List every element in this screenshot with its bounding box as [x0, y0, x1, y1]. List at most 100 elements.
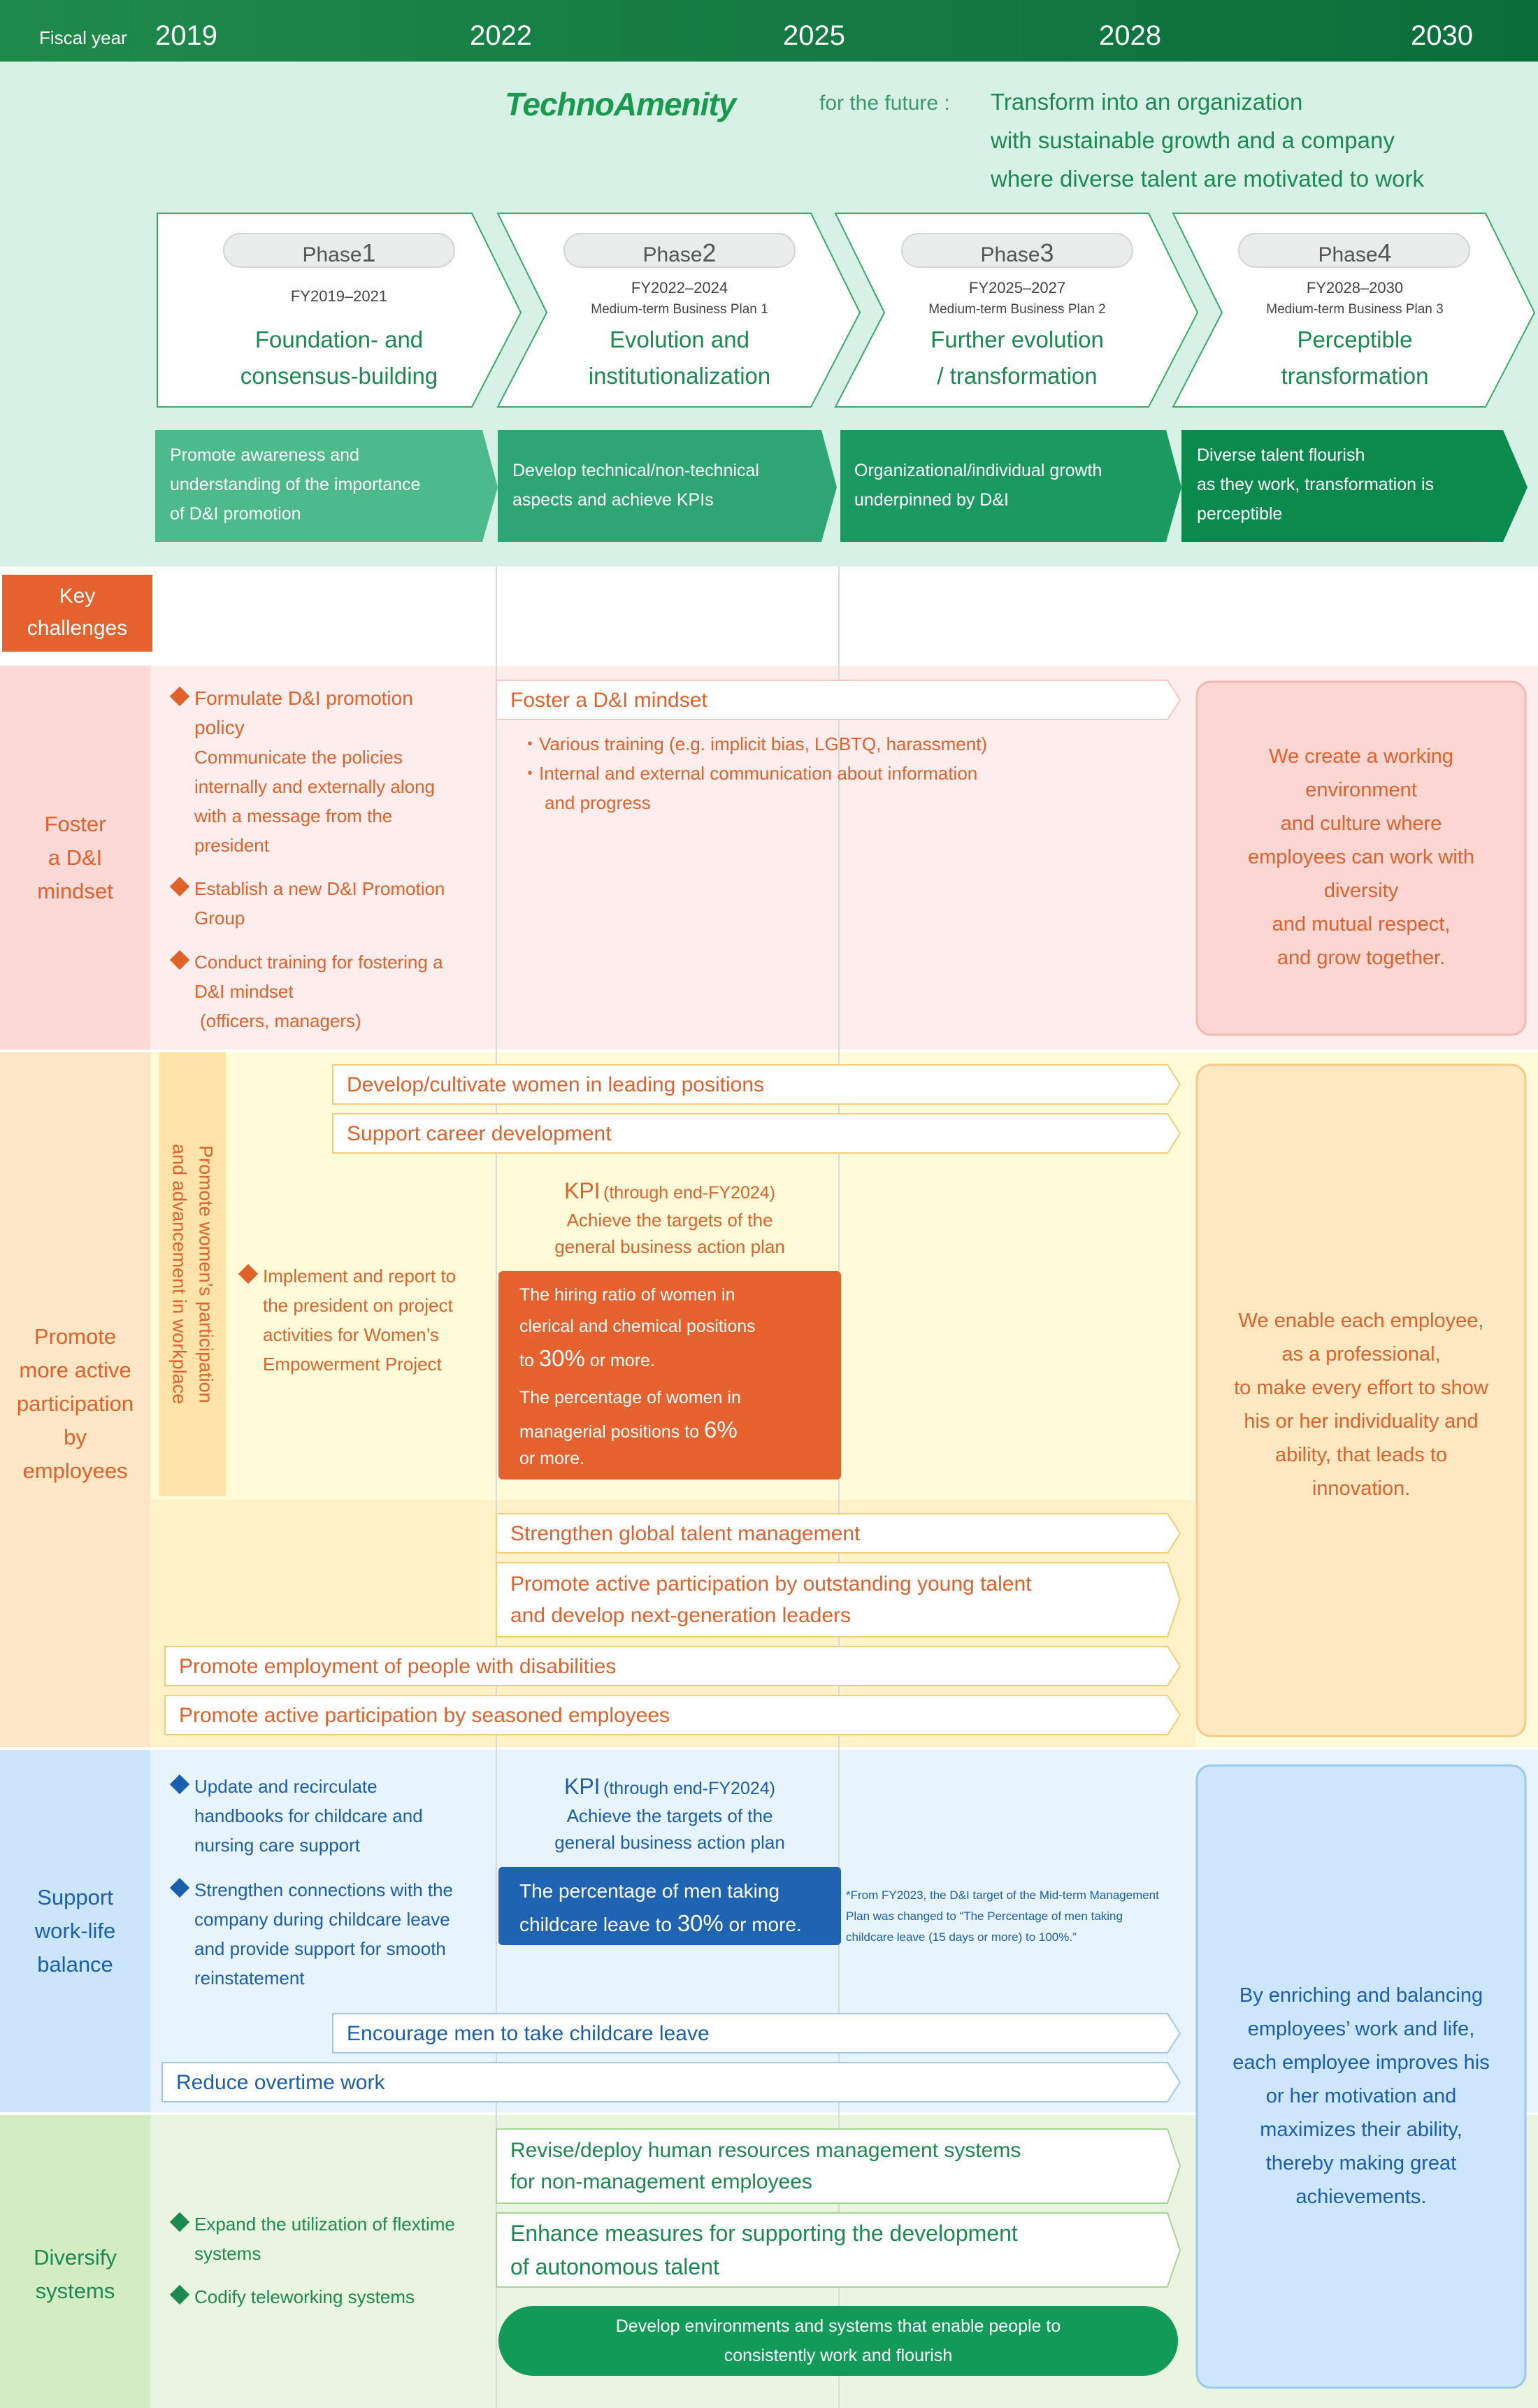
- fiscal-year-label: Fiscal year: [39, 27, 127, 48]
- target-text: or more.: [723, 1914, 802, 1935]
- participation-bullet: Implement and report to the president on…: [263, 1261, 456, 1379]
- kpi-title: KPI: [563, 1774, 601, 1799]
- bullet-line: the president on project: [263, 1295, 453, 1316]
- arrow-disabilities: Promote employment of people with disabi…: [179, 1654, 617, 1678]
- bullet-line: Communicate the policies: [194, 747, 403, 768]
- bullet-line: activities for Women’s: [263, 1324, 439, 1345]
- target-line: The hiring ratio of women in: [519, 1285, 735, 1305]
- goal-line: environment: [1305, 779, 1417, 801]
- goal-worklife: By enriching and balancing employees’ wo…: [1197, 1979, 1525, 2214]
- kpi-women-targets: The hiring ratio of women in clerical an…: [519, 1280, 756, 1469]
- goal-line: as a professional,: [1281, 1343, 1441, 1366]
- bullet-line: systems: [194, 2243, 261, 2264]
- bullet-line: handbooks for childcare and: [194, 1805, 423, 1826]
- bullet-line: Empowerment Project: [263, 1354, 442, 1375]
- bullet-line: Group: [194, 908, 245, 929]
- goal-line: innovation.: [1311, 1477, 1411, 1500]
- phase-3-title-2: / transformation: [937, 363, 1098, 389]
- phase-4-goal: Diverse talent flourish as they work, tr…: [1197, 440, 1434, 529]
- section-label-line: by: [64, 1425, 87, 1449]
- bullet-line: Strengthen connections with the: [194, 1879, 454, 1900]
- bullet-line: with a message from the: [194, 805, 393, 826]
- kpi-heading: KPI (through end-FY2024): [498, 1770, 841, 1803]
- phase-2-title-2: institutionalization: [588, 363, 771, 389]
- bullet-line: Codify teleworking systems: [194, 2286, 415, 2307]
- phase-2-plan: Medium-term Business Plan 1: [591, 302, 768, 317]
- phase-2-pill-label: Phase2: [564, 235, 795, 271]
- arrow-seasoned: Promote active participation by seasoned…: [179, 1703, 670, 1727]
- target-text: managerial positions to: [519, 1422, 705, 1442]
- phase-number: 1: [361, 238, 376, 267]
- phase-1-goal-line: of D&I promotion: [170, 504, 301, 524]
- bullet-line: Conduct training for fostering a: [194, 952, 443, 973]
- kpi-line: general business action plan: [554, 1236, 785, 1258]
- bullet-line: Establish a new D&I Promotion: [194, 878, 445, 899]
- systems-bullet-1: Expand the utilization of flextime syste…: [194, 2209, 455, 2268]
- mindset-bullet-2: Establish a new D&I Promotion Group: [194, 874, 445, 933]
- arrow-hr-systems: Revise/deploy human resources management…: [496, 2129, 1021, 2203]
- kpi-sub: (through end-FY2024): [603, 1779, 775, 1798]
- vertical-line: and advancement in workplace: [168, 1144, 190, 1405]
- section-label-line: Diversify: [34, 2245, 117, 2270]
- year-2019: 2019: [155, 20, 217, 51]
- phase-1-title-1: Foundation- and: [254, 327, 424, 352]
- bullet-line: nursing care support: [194, 1835, 361, 1856]
- mindset-sub-points: ・Various training (e.g. implicit bias, L…: [521, 729, 987, 817]
- year-2028: 2028: [1099, 20, 1161, 51]
- target-line: clerical and chemical positions: [519, 1317, 756, 1336]
- sub-point: ・Internal and external communication abo…: [521, 763, 978, 784]
- target-line: to 30% or more.: [519, 1342, 756, 1377]
- worklife-bullet-2: Strengthen connections with the company …: [194, 1875, 453, 1993]
- bullet-line: company during childcare leave: [194, 1909, 450, 1930]
- phase-number: 4: [1377, 238, 1392, 267]
- phase-1-fy: FY2019–2021: [290, 287, 388, 305]
- bullet-line: (officers, managers): [200, 1010, 361, 1031]
- goal-line: ability, that leads to: [1274, 1444, 1448, 1466]
- phase-2-goal: Develop technical/non-technical aspects …: [512, 456, 759, 515]
- phase-4: Phase4 FY2028–2030 Medium-term Business …: [1173, 234, 1537, 408]
- worklife-bullet-1: Update and recirculate handbooks for chi…: [194, 1772, 423, 1860]
- key-challenges-line: challenges: [27, 617, 128, 640]
- section-label-line: work-life: [34, 1919, 116, 1943]
- phase-word: Phase: [302, 243, 362, 266]
- phase-2-fy: FY2022–2024: [631, 279, 728, 296]
- kpi-footnote: *From FY2023, the D&I target of the Mid-…: [846, 1885, 1159, 1948]
- section-label-worklife: Support work-life balance: [0, 1881, 150, 1981]
- target-text: or more.: [584, 1351, 655, 1370]
- phase-3-goal-line: Organizational/individual growth: [854, 461, 1102, 480]
- phase-2-goal-line: aspects and achieve KPIs: [512, 490, 714, 510]
- bullet-line: reinstatement: [194, 1968, 305, 1988]
- phase-word: Phase: [980, 243, 1040, 266]
- bullet-line: president: [194, 835, 269, 856]
- phase-1: Phase1 FY2019–2021 Foundation- and conse…: [157, 234, 521, 408]
- phase-1-goal: Promote awareness and understanding of t…: [170, 440, 421, 529]
- kpi-men: KPI (through end-FY2024) Achieve the tar…: [498, 1770, 841, 1856]
- section-label-line: participation: [16, 1391, 134, 1416]
- women-participation-vertical-label: Promote women’s participation and advanc…: [159, 1052, 226, 1496]
- section-label-line: mindset: [37, 879, 113, 903]
- phase-1-goal-line: Promote awareness and: [170, 445, 359, 465]
- goal-line: We enable each employee,: [1238, 1310, 1484, 1332]
- phase-4-goal-line: perceptible: [1197, 504, 1283, 524]
- goal-line: We create a working: [1269, 745, 1453, 768]
- arrow-women-leading: Develop/cultivate women in leading posit…: [347, 1073, 765, 1096]
- phase-1-title-2: consensus-building: [240, 363, 438, 389]
- goal-line: his or her individuality and: [1244, 1410, 1479, 1433]
- phase-3-plan: Medium-term Business Plan 2: [928, 302, 1106, 317]
- section-label-participation: Promote more active participation by emp…: [0, 1320, 150, 1488]
- goal-line: By enriching and balancing: [1239, 1984, 1483, 2007]
- kpi-line: Achieve the targets of the: [566, 1210, 773, 1231]
- target-line: The percentage of men taking: [519, 1880, 780, 1902]
- section-label-mindset: Foster a D&I mindset: [0, 808, 150, 908]
- vertical-text: Promote women’s participation and advanc…: [166, 1144, 220, 1404]
- phase-4-title-1: Perceptible: [1297, 327, 1413, 352]
- target-number: 30%: [677, 1910, 724, 1936]
- arrow-men-childcare: Encourage men to take childcare leave: [347, 2021, 710, 2045]
- note-line: childcare leave (15 days or more) to 100…: [846, 1930, 1077, 1944]
- bullet-line: and provide support for smooth: [194, 1938, 446, 1959]
- bullet-line: Implement and report to: [263, 1266, 457, 1287]
- target-number: 30%: [538, 1345, 585, 1371]
- brand-logo-text: TechnoAmenity: [505, 86, 736, 122]
- target-line: managerial positions to 6%: [519, 1414, 756, 1448]
- section-label-line: Promote: [34, 1324, 117, 1349]
